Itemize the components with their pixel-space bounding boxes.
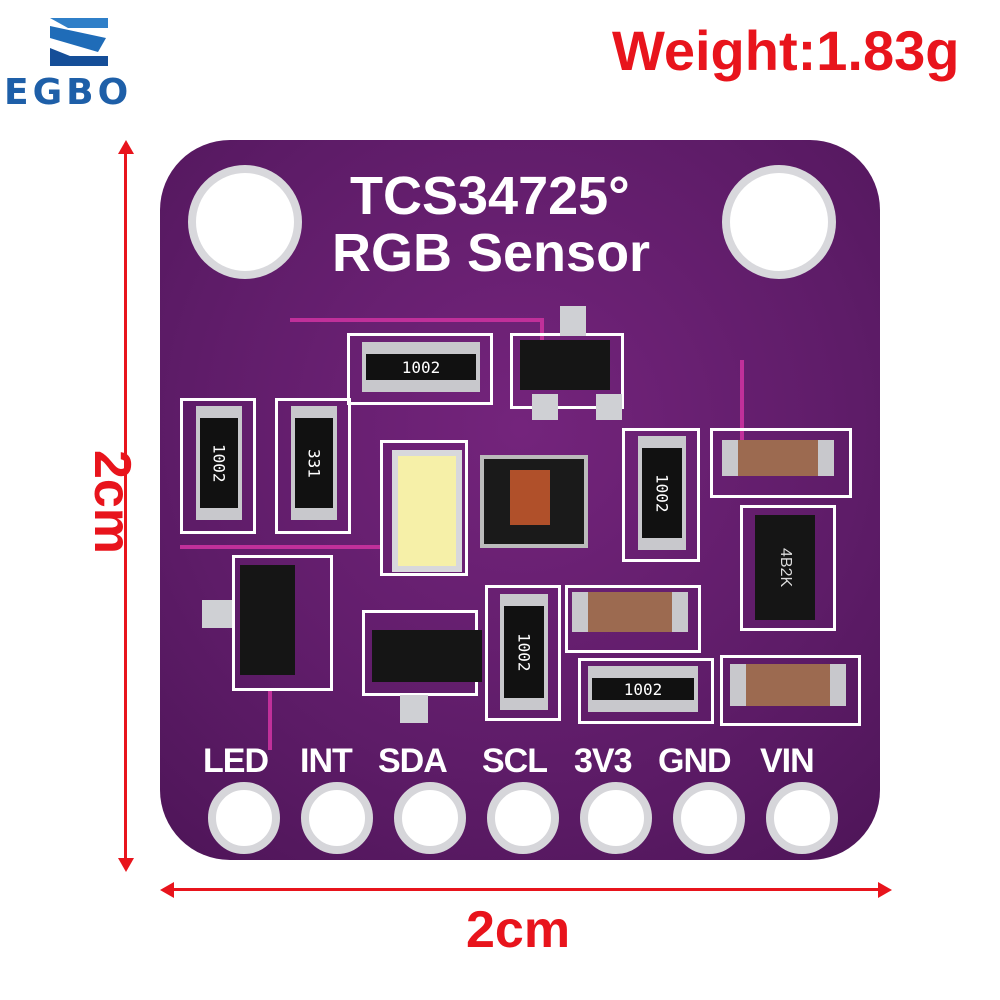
height-dimension-label: 2cm [83, 449, 142, 555]
width-dimension-label: 2cm [466, 901, 571, 959]
resistor-outline [180, 398, 256, 534]
pin-label-led: LED [203, 742, 269, 780]
resistor-r1: 1002 [362, 342, 480, 392]
pin-hole-vin [766, 782, 838, 854]
pin-label-int: INT [300, 742, 353, 780]
board-title: TCS34725° [350, 166, 630, 226]
arrow-right-icon [878, 882, 892, 898]
trace [268, 690, 272, 750]
transistor-q3 [372, 630, 482, 682]
trace [740, 360, 744, 440]
white-led [392, 450, 462, 572]
resistor-outline [578, 658, 714, 724]
pad [532, 394, 558, 420]
horizontal-dimension-line [165, 888, 885, 891]
capacitor [730, 664, 846, 706]
arrow-left-icon [160, 882, 174, 898]
pin-hole-sda [394, 782, 466, 854]
pin-label-vin: VIN [760, 742, 815, 780]
pin-label-sda: SDA [378, 742, 448, 780]
weight-label: Weight:1.83g [612, 19, 960, 82]
resistor-outline [485, 585, 561, 721]
pad [560, 306, 586, 336]
pad [596, 394, 622, 420]
logo-text: EGBO [4, 72, 133, 113]
resistor-r6: 1002 [588, 666, 698, 712]
logo-mark-icon [50, 18, 108, 66]
vertical-dimension-line [124, 145, 127, 865]
trace [290, 318, 540, 322]
pin-label-scl: SCL [482, 742, 548, 780]
board-subtitle: RGB Sensor [332, 223, 651, 283]
regulator-outline [740, 505, 836, 631]
mounting-hole-right [722, 165, 836, 279]
transistor-q2 [240, 565, 295, 675]
resistor-r2: 1002 [196, 406, 242, 520]
resistor-r5: 1002 [500, 594, 548, 710]
pin-label-gnd: GND [658, 742, 732, 780]
pin-hole-gnd [673, 782, 745, 854]
trace [540, 318, 544, 358]
capacitor-outline [720, 655, 861, 726]
transistor-q1 [520, 340, 610, 390]
resistor-outline [347, 333, 493, 405]
led-outline [380, 440, 468, 576]
sensor-die [510, 470, 550, 525]
mounting-hole-left [188, 165, 302, 279]
trace [180, 545, 380, 549]
resistor-r4: 1002 [638, 436, 686, 550]
pin-hole-scl [487, 782, 559, 854]
transistor-outline [232, 555, 333, 691]
capacitor-outline [565, 585, 701, 653]
voltage-regulator: 4B2K [755, 515, 815, 620]
pin-hole-int [301, 782, 373, 854]
pad [202, 600, 232, 628]
arrow-down-icon [118, 858, 134, 872]
pin-label-3v3: 3V3 [574, 742, 632, 780]
resistor-r3: 331 [291, 406, 337, 520]
capacitor [572, 592, 688, 632]
resistor-outline [275, 398, 351, 534]
capacitor-outline [710, 428, 852, 498]
egbo-logo: EGBO [0, 0, 170, 113]
pin-hole-led [208, 782, 280, 854]
arrow-up-icon [118, 140, 134, 154]
resistor-outline [622, 428, 700, 562]
pin-hole-3v3 [580, 782, 652, 854]
capacitor [722, 440, 834, 476]
pad [400, 695, 428, 723]
